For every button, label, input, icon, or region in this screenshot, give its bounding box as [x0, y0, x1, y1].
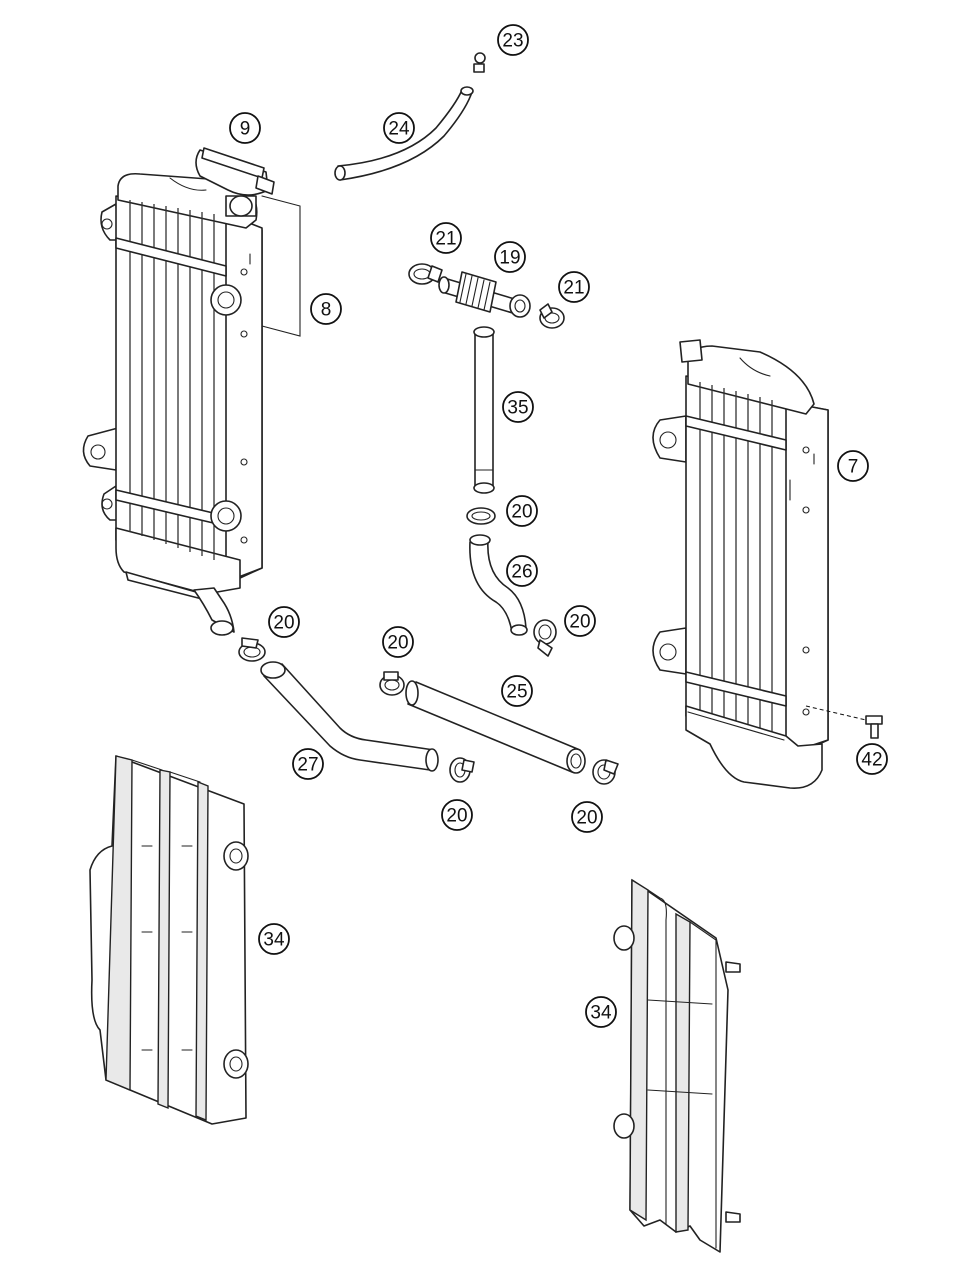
callout-20-bent-hose: 20 [564, 605, 596, 637]
svg-text:35: 35 [507, 398, 528, 419]
callout-21-left: 21 [430, 222, 462, 254]
callout-23: 23 [497, 24, 529, 56]
svg-text:21: 21 [435, 229, 456, 250]
hose-clamp [533, 619, 557, 657]
callout-25: 25 [501, 675, 533, 707]
left-radiator [82, 172, 263, 636]
straight-hose [405, 680, 586, 774]
svg-text:26: 26 [511, 562, 532, 583]
left-radiator-shroud [89, 755, 249, 1125]
hose-clamp-left [408, 263, 443, 285]
callout-24: 24 [383, 112, 415, 144]
hose-clamp [592, 759, 619, 785]
callout-20-tube: 20 [506, 495, 538, 527]
callout-7: 7 [837, 450, 869, 482]
hose-clamp-right [539, 303, 565, 329]
svg-text:8: 8 [321, 300, 332, 321]
svg-text:27: 27 [297, 755, 318, 776]
svg-text:20: 20 [511, 502, 532, 523]
svg-text:19: 19 [499, 248, 520, 269]
callout-8: 8 [310, 293, 342, 325]
callout-20-upper-left: 20 [268, 606, 300, 638]
screw [805, 705, 883, 739]
svg-text:34: 34 [590, 1003, 612, 1024]
hose-clamp [449, 757, 475, 783]
callout-35: 35 [502, 391, 534, 423]
svg-text:20: 20 [387, 633, 408, 654]
svg-text:20: 20 [569, 612, 590, 633]
svg-text:20: 20 [273, 613, 294, 634]
callout-42: 42 [856, 743, 888, 775]
svg-text:7: 7 [848, 457, 859, 478]
svg-text:23: 23 [502, 31, 523, 52]
svg-text:25: 25 [506, 682, 527, 703]
hose-clamp [238, 637, 266, 662]
bent-hose [469, 534, 528, 636]
callout-20-lower-left: 20 [441, 799, 473, 831]
svg-text:21: 21 [563, 278, 584, 299]
hose-clamp [466, 507, 496, 525]
svg-text:9: 9 [240, 119, 251, 140]
lower-hose [260, 661, 439, 772]
overflow-hose [334, 86, 474, 181]
callout-19: 19 [494, 241, 526, 273]
callout-20-middle: 20 [382, 626, 414, 658]
callout-34-right: 34 [585, 996, 617, 1028]
callout-21-right: 21 [558, 271, 590, 303]
callout-20-lower-right: 20 [571, 801, 603, 833]
right-radiator [652, 339, 829, 789]
svg-text:34: 34 [263, 930, 285, 951]
svg-text:20: 20 [446, 806, 467, 827]
right-radiator-shroud [613, 878, 741, 1253]
callout-26: 26 [506, 555, 538, 587]
label-sticker [261, 195, 301, 337]
svg-text:20: 20 [576, 808, 597, 829]
callout-34-left: 34 [258, 923, 290, 955]
radiator-cap [195, 147, 275, 196]
hose-clamp [379, 671, 405, 696]
svg-text:24: 24 [388, 119, 410, 140]
t-fitting [438, 271, 531, 318]
callout-9: 9 [229, 112, 261, 144]
callout-27: 27 [292, 748, 324, 780]
straight-tube [473, 326, 495, 494]
svg-text:42: 42 [861, 750, 882, 771]
hose-clip [473, 52, 486, 73]
